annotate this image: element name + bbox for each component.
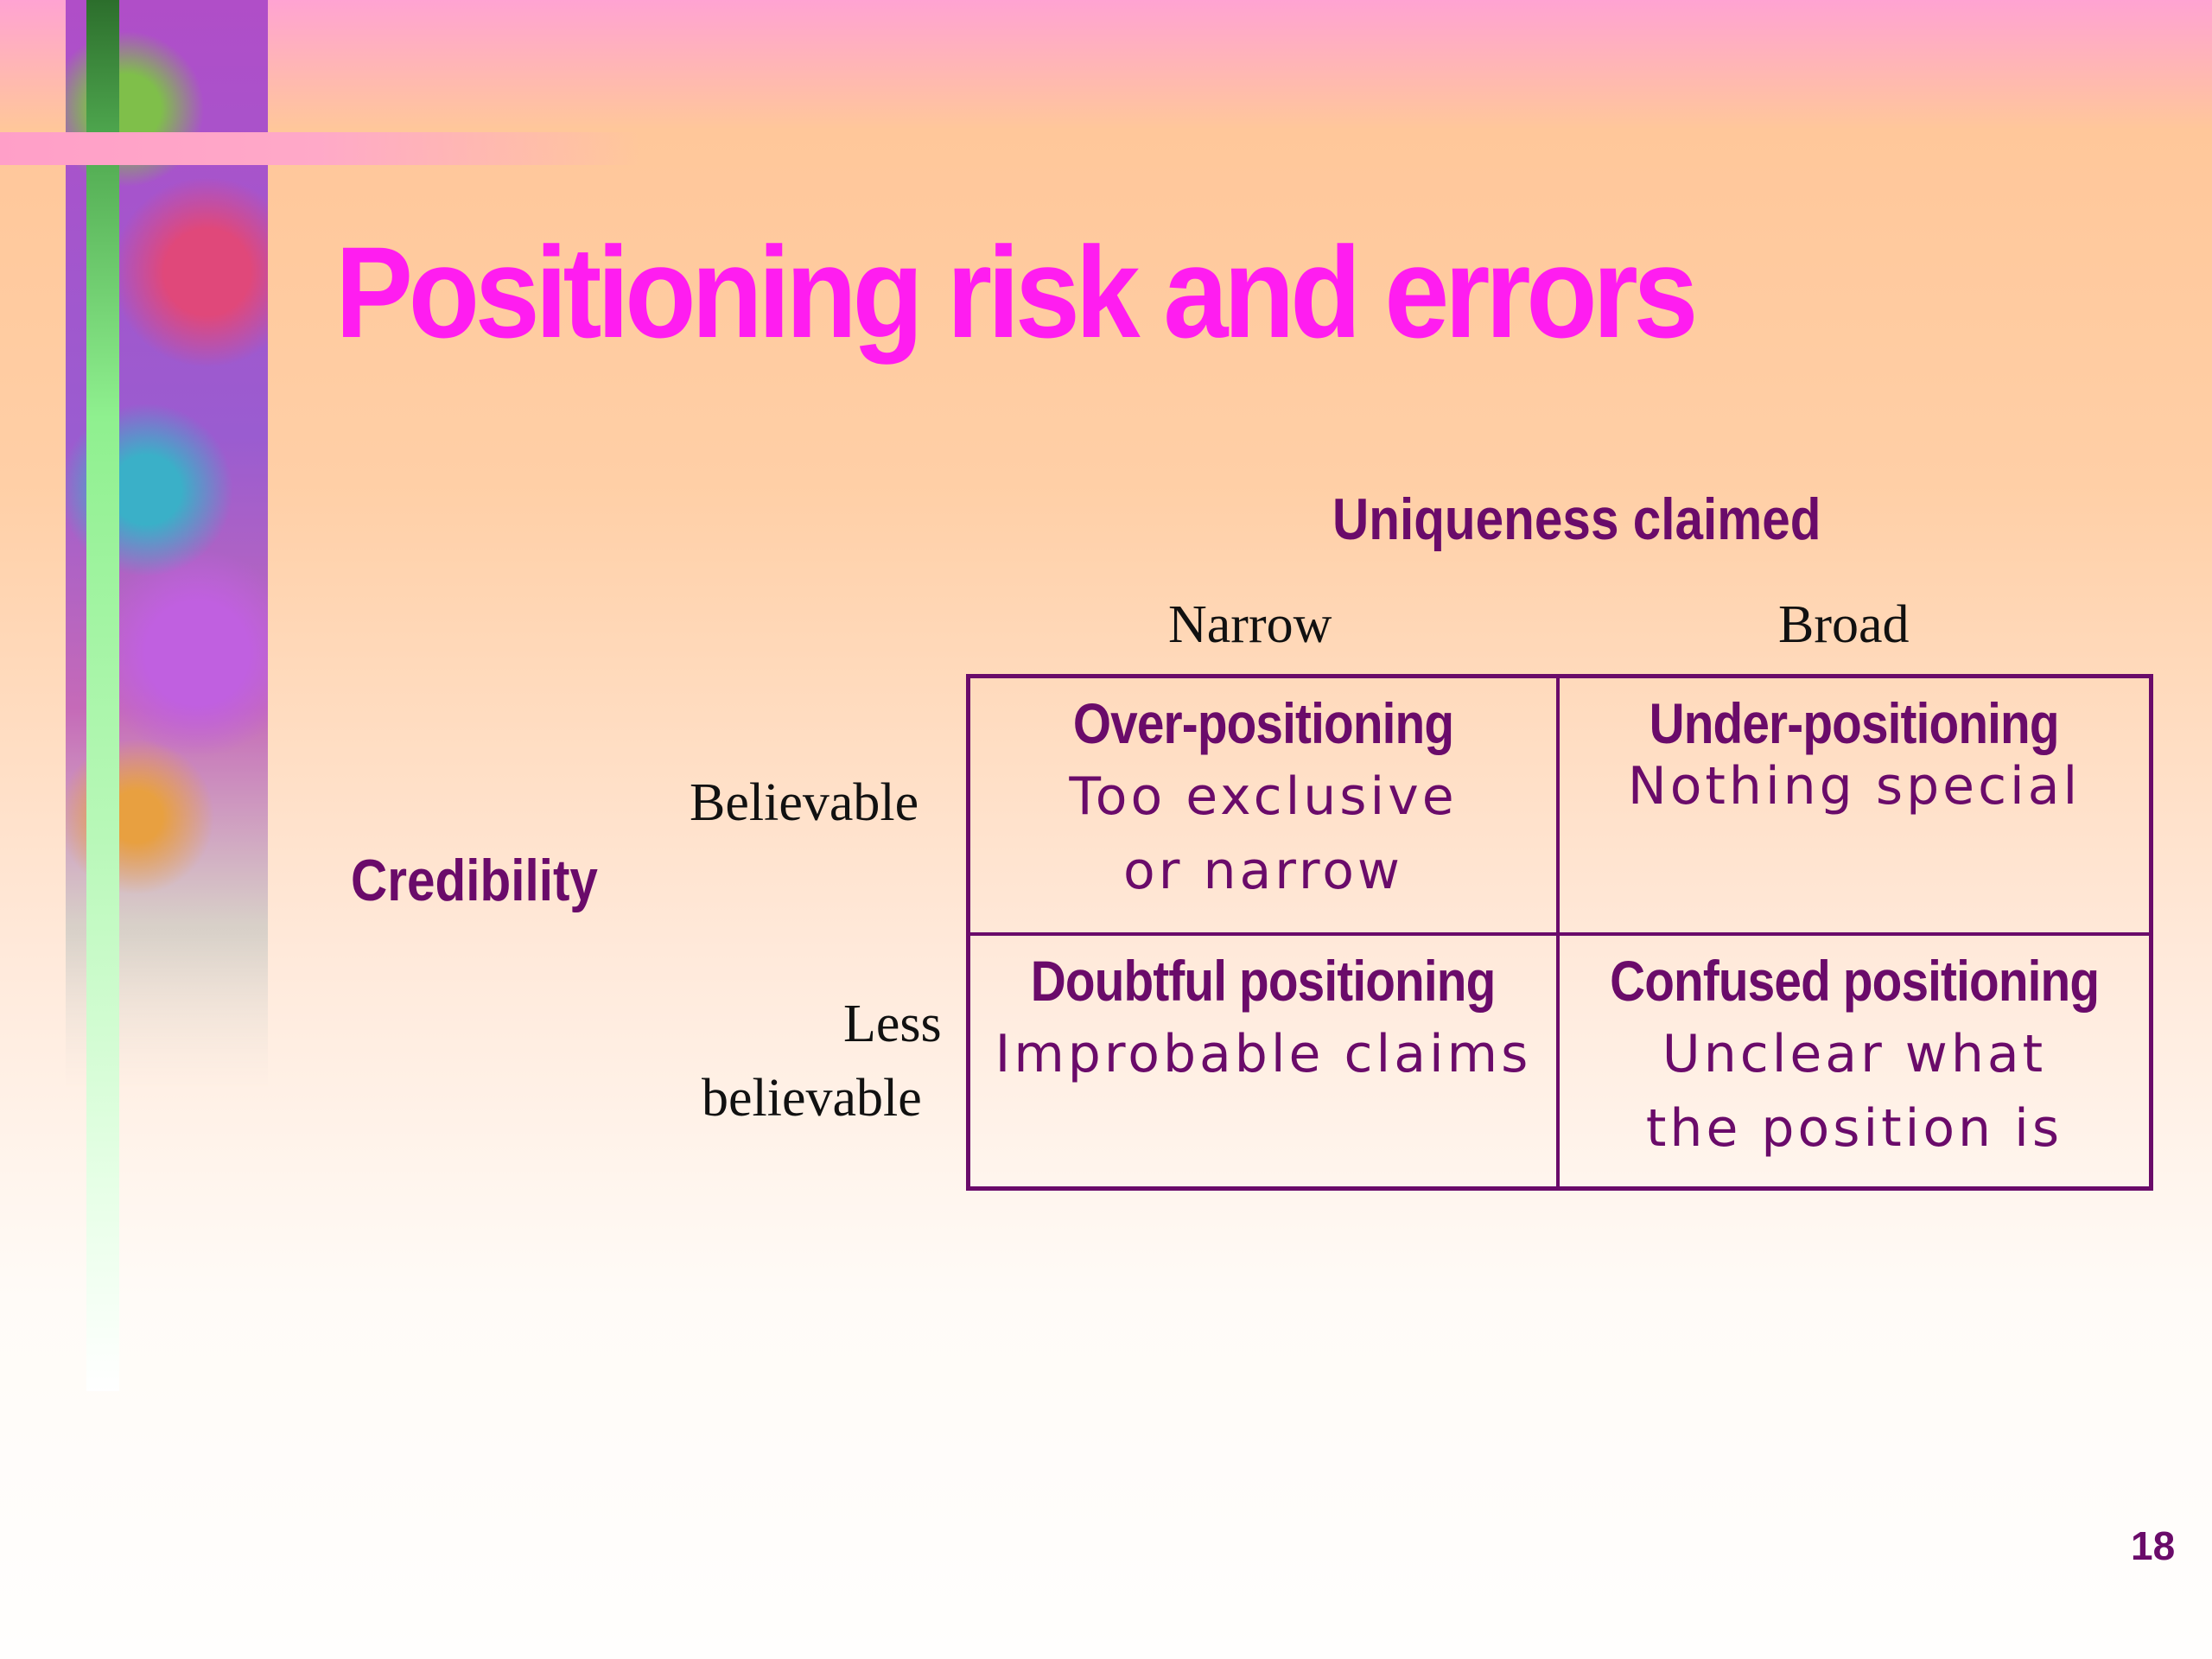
decorative-horizontal-bar	[0, 132, 639, 165]
column-label-narrow: Narrow	[1168, 595, 1332, 654]
cell-description: Unclear what the position is	[1645, 1024, 2063, 1159]
slide-title: Positioning risk and errors	[335, 219, 1698, 365]
cell-confused-positioning: Confused positioning Unclear what the po…	[1560, 936, 2149, 1186]
row-label-less-line1: Less	[843, 995, 942, 1053]
row-axis-label: Credibility	[351, 848, 598, 913]
decorative-vertical-bar	[86, 0, 119, 1391]
page-number: 18	[2131, 1523, 2176, 1568]
cell-doubtful-positioning: Doubtful positioning Improbable claims	[970, 936, 1560, 1186]
cell-title: Doubtful positioning	[1031, 949, 1496, 1013]
row-label-believable: Believable	[690, 773, 919, 832]
row-label-less-line2: believable	[702, 1069, 922, 1128]
cell-title: Over-positioning	[1072, 691, 1454, 755]
cell-description: Too exclusive or narrow	[1069, 766, 1458, 901]
cell-description: Improbable claims	[995, 1024, 1532, 1084]
column-axis-label: Uniqueness claimed	[1332, 486, 1821, 552]
cell-over-positioning: Over-positioning Too exclusive or narrow	[970, 678, 1560, 936]
positioning-matrix: Over-positioning Too exclusive or narrow…	[966, 674, 2153, 1191]
cell-title: Confused positioning	[1609, 949, 2100, 1013]
cell-under-positioning: Under-positioning Nothing special	[1560, 678, 2149, 936]
cell-title: Under-positioning	[1649, 691, 2060, 755]
cell-description: Nothing special	[1627, 756, 2082, 817]
column-label-broad: Broad	[1778, 595, 1910, 654]
